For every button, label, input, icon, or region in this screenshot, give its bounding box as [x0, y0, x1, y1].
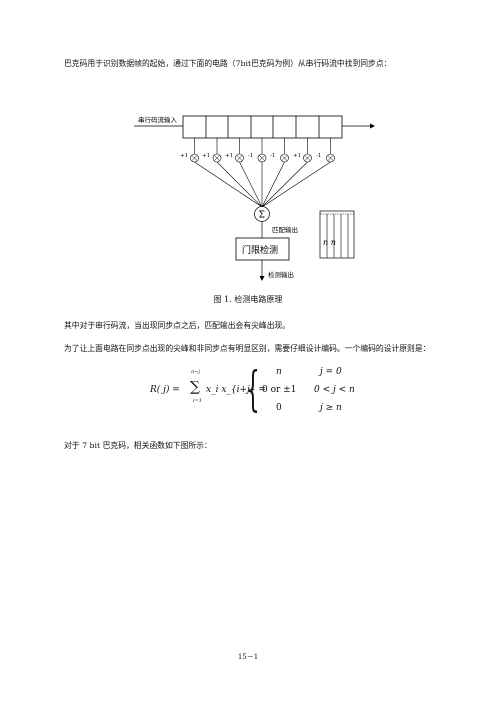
intro-paragraph: 巴克码用于识别数据帧的起始，通过下面的电路（7bit巴克码为例）从串行码流中找到…: [64, 59, 392, 68]
paragraph-4: 对于 7 bit 巴克码，相关函数如下图所示：: [64, 441, 212, 450]
tap-1: +1: [180, 138, 263, 208]
sum-upper-limit: n−j: [191, 369, 200, 375]
threshold-label: 门限检测: [242, 244, 278, 256]
paragraph-2: 其中对于串行码流，当出现同步点之后，匹配输出会有尖峰出现。: [64, 321, 291, 330]
detection-circuit-diagram: 串行码流输入 +1 +1 +1 -1: [134, 115, 375, 281]
match-output-label: 匹配输出: [272, 225, 298, 234]
weight-label: -1: [270, 153, 275, 159]
figure-caption: 图 1. 检测电路原理: [213, 295, 283, 304]
tap-5: -1: [261, 138, 289, 208]
case-value: 0 or ±1: [262, 385, 297, 395]
left-brace-icon: {: [246, 361, 260, 417]
case-condition: j ≥ n: [320, 403, 342, 413]
pulse-label: n n: [323, 238, 336, 247]
tap-6: +1: [261, 138, 312, 208]
case-condition: 0 < j < n: [314, 385, 355, 395]
weight-label: -1: [248, 153, 253, 159]
weight-label: +1: [180, 153, 188, 159]
weight-label: +1: [202, 153, 210, 159]
summation-icon: ∑: [190, 379, 200, 395]
weight-label: +1: [293, 153, 301, 159]
case-condition: j = 0: [320, 367, 342, 377]
sum-lower-limit: i=1: [193, 398, 202, 404]
tap-3: +1: [225, 138, 263, 208]
detect-output-label: 检测输出: [268, 270, 294, 279]
formula-lhs: R( j) =: [150, 385, 180, 395]
page-number: 15－1: [237, 653, 259, 661]
threshold-detector-box: [235, 237, 290, 261]
sum-symbol: Σ: [259, 211, 265, 221]
tap-4: -1: [248, 138, 267, 207]
shift-register: [182, 115, 343, 139]
input-label: 串行码流输入: [138, 115, 178, 124]
weight-label: -1: [316, 153, 321, 159]
tap-2: +1: [202, 138, 263, 208]
case-value: n: [276, 367, 282, 377]
tap-7: -1: [261, 138, 335, 208]
autocorrelation-formula: R( j) = n−j ∑ i=1 x_i x_{i+j} = { n j = …: [150, 361, 370, 429]
formula-term: x_i x_{i+j} =: [206, 385, 266, 395]
paragraph-3: 为了让上面电路在同步点出现的尖峰和非同步点有明显区别，需要仔细设计编码。一个编码…: [64, 344, 431, 353]
pulse-waveform-inset: n n: [319, 210, 355, 259]
weight-label: +1: [225, 153, 233, 159]
case-value: 0: [276, 403, 282, 413]
